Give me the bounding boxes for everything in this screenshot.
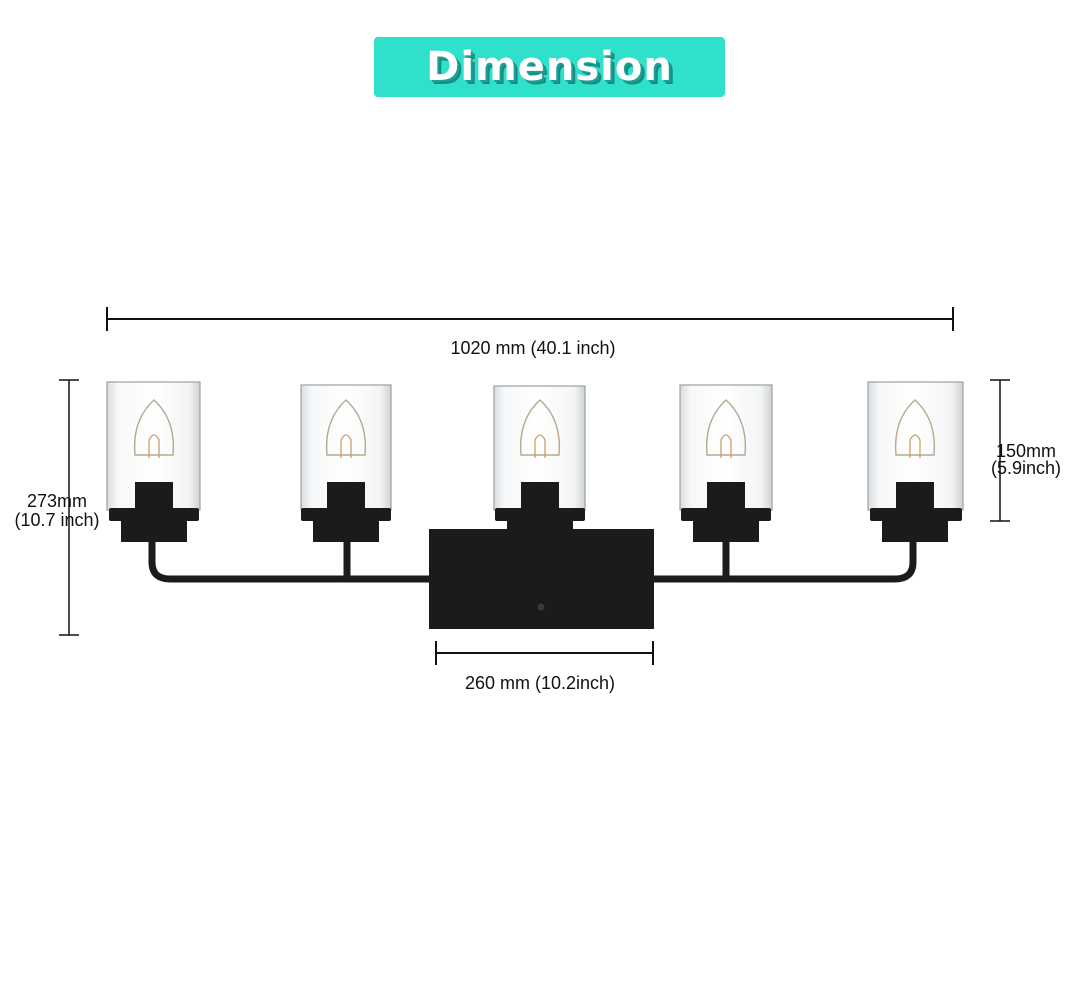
filament-icon (340, 434, 352, 458)
dimension-banner: Dimension (374, 37, 725, 97)
lamp-5 (867, 381, 964, 542)
edison-bulb-icon (894, 399, 936, 456)
overall-width-label: 1020 mm (40.1 inch) (450, 338, 616, 358)
filament-icon (720, 434, 732, 458)
height-inch-label: (10.7 inch) (14, 510, 100, 530)
lamp-1 (106, 381, 201, 542)
filament-icon (909, 434, 921, 458)
lamp-2 (300, 384, 392, 542)
edison-bulb-icon (519, 399, 561, 456)
shade-height-mm-label: 150mm (995, 441, 1057, 461)
height-dimension-line (59, 379, 79, 636)
fixture-arm (148, 538, 917, 583)
shade-height-dimension-line (990, 379, 1010, 522)
backplate-width-dimension-line (435, 641, 654, 665)
lamp-3 (493, 385, 586, 542)
edison-bulb-icon (133, 399, 175, 456)
overall-width-dimension-line (106, 307, 954, 331)
edison-bulb-icon (325, 399, 367, 456)
mounting-screw-icon (537, 603, 545, 611)
filament-icon (148, 434, 160, 458)
edison-bulb-icon (705, 399, 747, 456)
filament-icon (534, 434, 546, 458)
backplate-width-label: 260 mm (10.2inch) (464, 673, 616, 693)
height-mm-label: 273mm (26, 491, 88, 511)
lamp-4 (679, 384, 773, 542)
banner-title: Dimension (426, 44, 673, 90)
shade-height-inch-label: (5.9inch) (990, 458, 1062, 478)
